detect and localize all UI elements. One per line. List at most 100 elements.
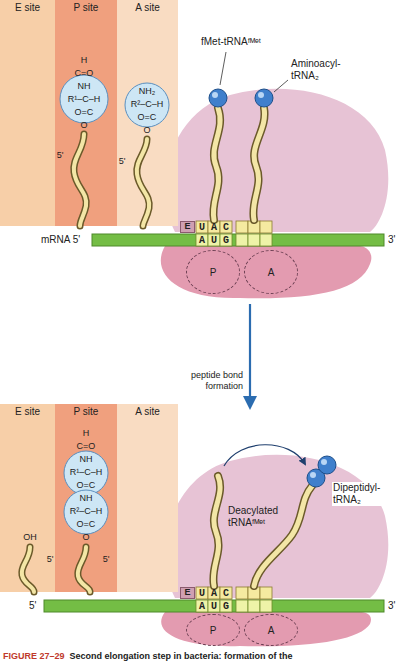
site-letter: E [184,222,190,232]
exit-site-box: E [180,221,195,233]
text-label: O=C [59,107,109,118]
trna [254,486,312,586]
inset-trna [74,134,86,226]
text-label: 5' [50,150,70,161]
amino-acid-ball [255,89,273,107]
inset-trna [137,139,149,226]
residue-ball [60,75,169,534]
ribosome-site: A [244,614,298,646]
text-label: O=C [122,112,172,123]
reaction-arrow [249,304,251,398]
codon-square [248,234,260,246]
text-label: O [61,532,111,543]
trna [213,108,264,220]
amino-acid-ball [318,456,336,474]
amino-acid-ball [209,89,273,107]
amino-acid-ball [310,472,316,478]
text-label: 3' [387,600,396,612]
anticodon-square [196,221,272,233]
band-label: E site [15,2,40,13]
trna [213,476,220,586]
site-letter: E [184,588,190,598]
text-label: NH [61,454,111,465]
amino-acid-ball [321,459,327,465]
text-label: Aminoacyl-tRNA₂ [290,58,362,82]
text-label: 5' [112,156,132,167]
text-label: NH₂ [122,86,172,97]
text-label: FIGURE 27–29 [2,651,66,662]
amino-acid-ball [258,92,264,98]
text-label: H [59,55,109,66]
codon-square [248,600,260,612]
text-label: 5' [96,554,116,565]
inset-trna [78,547,90,592]
text-label: C=O [61,441,111,452]
codon-square [196,600,272,612]
band-label: P site [74,2,99,13]
text-label: OH [18,532,42,543]
amino-acid-ball [212,92,218,98]
site-band: A site [117,404,178,592]
text-label: R²–C–H [61,506,111,517]
exit-site-box: E [180,587,195,599]
codon-square [260,600,272,612]
leader-line [274,80,288,92]
leader-line [220,52,226,85]
text-label: O=C [61,519,111,530]
codon-square [236,600,248,612]
site-band: E site [0,0,55,226]
transfer-arrow [224,445,305,466]
text-label: C=O [59,68,109,79]
site-letter: P [210,267,217,278]
small-subunit [161,612,371,646]
trna [253,108,264,220]
ribosome-top [92,52,388,298]
amino-acid-ball [209,89,227,107]
anticodon-square [260,221,272,233]
large-subunit [165,455,388,598]
band-label: P site [74,406,99,417]
mrna-strand [44,600,384,612]
trna [213,476,220,586]
ribosome-site: A [244,250,298,294]
text-label: 5' [28,600,37,612]
codon-square [260,234,272,246]
text-label: peptide bond formation [184,370,244,392]
text-label: NH [61,493,111,504]
text-label: R¹–C–H [61,467,111,478]
inset-trna [78,547,90,592]
band-label: A site [135,2,159,13]
large-subunit [165,89,388,232]
text-label: R²–C–H [122,99,172,110]
inset-trna [74,134,86,226]
site-letter: A [268,267,275,278]
leader-line [220,52,288,92]
mrna-strand [92,234,384,246]
text-label: fMet-tRNAᶠᴹᵉᵗ [200,36,262,48]
inset-trna [22,547,34,592]
codon-square [236,234,248,246]
text-label: mRNA 5' [40,234,81,246]
text-label: H [61,428,111,439]
trna [213,108,220,220]
text-label: R¹–C–H [59,94,109,105]
codon-letters: AUG [199,601,235,613]
codon-square [196,234,272,246]
text-label: O [59,120,109,131]
inset-trna [22,134,149,592]
trna [254,486,312,586]
residue-ball [60,75,108,123]
anticodon-square [236,221,248,233]
site-letter: A [268,625,275,636]
text-label: O [122,125,172,136]
anticodon-square [236,587,248,599]
site-letter: P [210,625,217,636]
anticodon-square [196,587,272,599]
small-subunit [161,246,372,298]
text-label: Deacylated tRNAᶠᴹᵉᵗ [228,505,290,529]
band-label: A site [135,406,159,417]
trna [213,476,312,586]
ribosome-site: P [186,250,240,294]
